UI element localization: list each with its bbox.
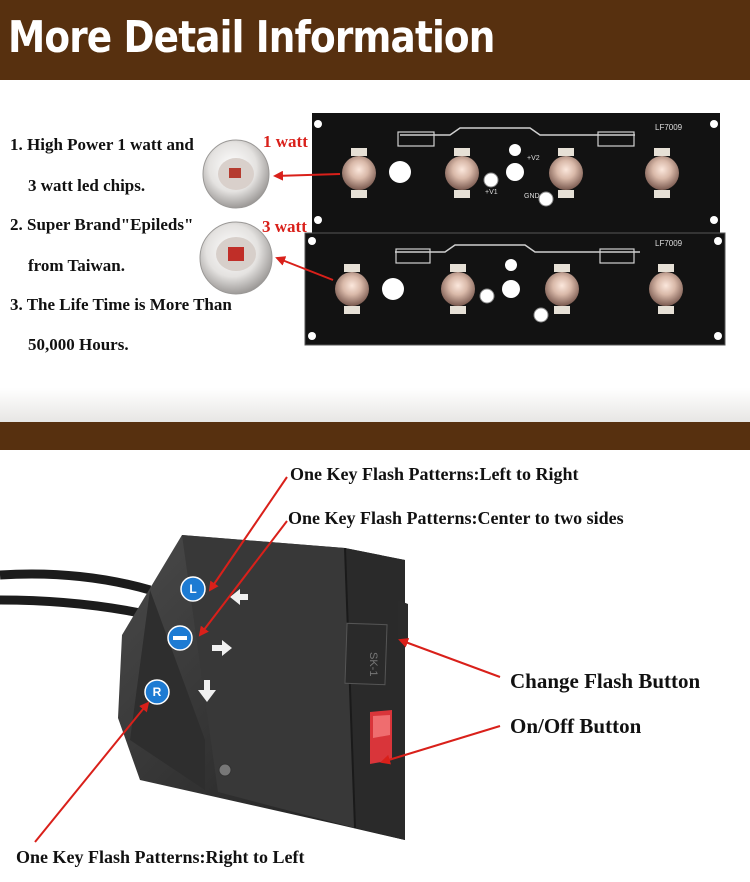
controller-device: SK-1 L R [0, 535, 408, 840]
left-to-right-arrow [208, 476, 288, 592]
right-to-left-key [144, 679, 170, 705]
change-flash-arrow [398, 638, 501, 678]
board-model-label: LF7009 [655, 123, 683, 132]
panel-fade [0, 388, 750, 422]
callout-right-to-left: One Key Flash Patterns:Right to Left [16, 847, 305, 867]
board-gnd-label: GND [524, 193, 540, 200]
header-banner: More Detail Information [0, 0, 750, 80]
three-watt-arrow [275, 256, 334, 281]
right-to-left-arrow [34, 701, 150, 843]
left-to-right-key [180, 576, 206, 602]
callout-center-to-sides: One Key Flash Patterns:Center to two sid… [288, 508, 624, 528]
board-v2-label: +V2 [527, 155, 540, 162]
board-v1-label: +V1 [485, 189, 498, 196]
feature-line-4: from Taiwan. [28, 256, 125, 275]
led-board-bottom: LF7009 [304, 232, 726, 346]
key-r-label: R [153, 685, 162, 699]
controller-model-label: SK-1 [367, 652, 379, 676]
feature-line-5: 3. The Life Time is More Than [10, 295, 232, 314]
callout-change-flash: Change Flash Button [510, 669, 701, 693]
arrow-left-right-icon [230, 589, 248, 605]
one-watt-arrow [273, 170, 341, 181]
feature-line-1: 1. High Power 1 watt and [10, 135, 194, 154]
key-l-label: L [189, 582, 196, 596]
callout-on-off: On/Off Button [510, 714, 642, 738]
arrow-down-icon [198, 680, 216, 702]
led-board-top: LF7009 +V2 +V1 GND [312, 113, 720, 233]
page-title: More Detail Information [8, 12, 495, 63]
on-off-arrow [380, 725, 501, 765]
board2-model-label: LF7009 [655, 239, 683, 248]
callout-left-to-right: One Key Flash Patterns:Left to Right [290, 464, 579, 484]
three-watt-chip [199, 221, 273, 295]
feature-line-6: 50,000 Hours. [28, 335, 129, 354]
feature-line-3: 2. Super Brand"Epileds" [10, 215, 194, 234]
three-watt-label: 3 watt [262, 217, 307, 236]
arrow-right-icon [212, 640, 232, 656]
center-to-sides-arrow [198, 520, 288, 637]
one-watt-chip [202, 139, 270, 209]
one-watt-label: 1 watt [263, 132, 308, 151]
feature-line-2: 3 watt led chips. [28, 176, 146, 195]
section-divider [0, 422, 750, 450]
